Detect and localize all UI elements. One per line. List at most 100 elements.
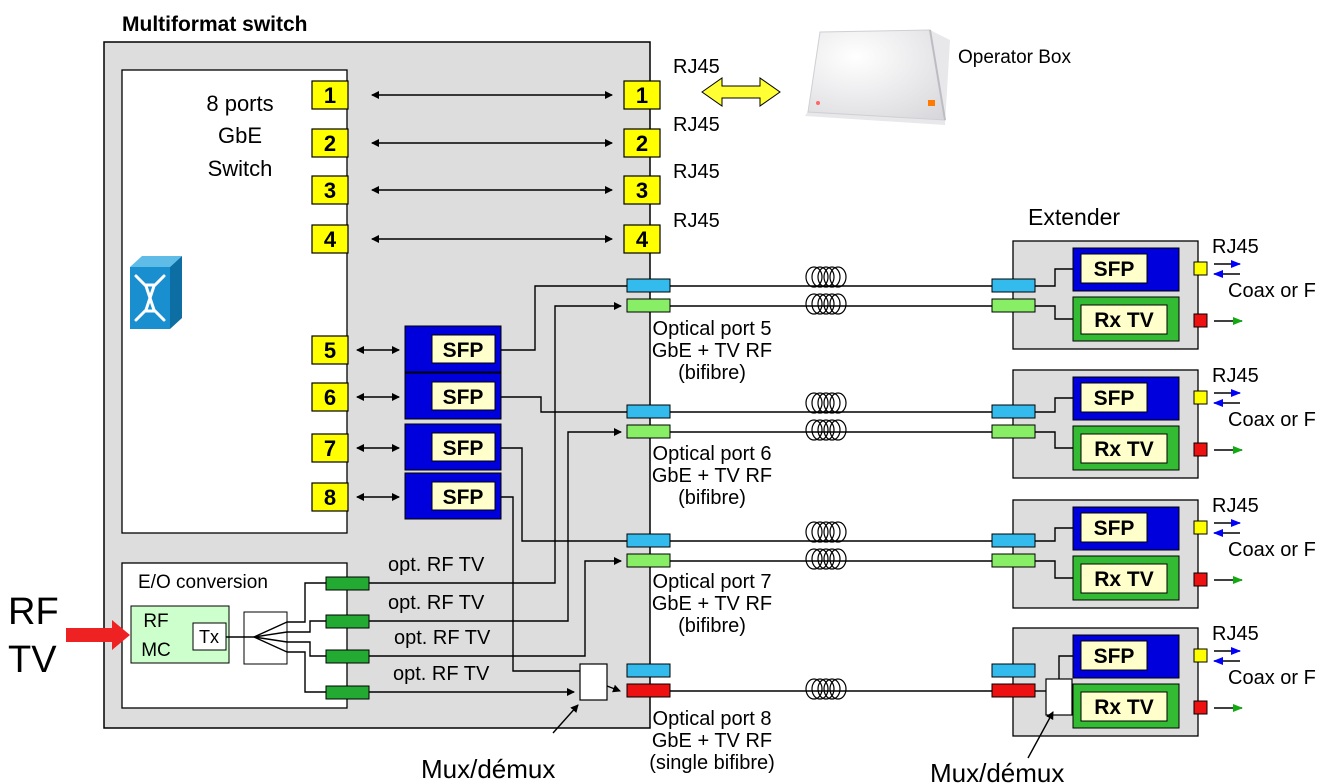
fiber-coil-tv-7-loop-4 [823, 548, 841, 570]
extender-rxtv-label-box-5 [1080, 304, 1168, 335]
extender-sfp-label-8: SFP [1094, 645, 1135, 668]
port-3-right-label: 3 [636, 178, 648, 203]
fiber-coil-tv-7-loop-3 [817, 548, 835, 570]
extender-sfp-label-6: SFP [1094, 387, 1135, 410]
optical-port-7-line3: (bifibre) [678, 615, 746, 637]
port-3-left-label: 3 [324, 178, 336, 203]
extender-route-mux-gbe-8 [1058, 655, 1073, 679]
eo-transmitter-2 [325, 614, 370, 629]
operator-link-arrow [701, 77, 781, 107]
multiformat-switch-title: Multiformat switch [122, 13, 308, 36]
sfp-label-box-6 [431, 381, 496, 411]
extender-route-gbe-6 [1035, 397, 1073, 413]
rj45-label-port-4: RJ45 [673, 210, 720, 232]
extender-rj45-label-7: RJ45 [1212, 495, 1259, 517]
extender-route-gbe-5 [1035, 268, 1073, 287]
fiber-coil-mux-8-loop-5 [829, 678, 847, 700]
extender-rxtv-label-box-7 [1080, 563, 1168, 594]
extender-rxtv-label-6: Rx TV [1094, 438, 1154, 461]
mux-box-left [579, 663, 608, 701]
mux-left-pointer [552, 704, 579, 734]
extender-route-gbe-7 [1035, 527, 1073, 542]
gbe-switch-label-3: Switch [208, 156, 273, 181]
fiber-coil-gbe-5-loop-4 [823, 266, 841, 288]
extender-sfp-label-box-5 [1080, 253, 1148, 284]
optical-port-5-line2: GbE + TV RF [652, 340, 772, 362]
extender-connector-tv-7 [991, 553, 1036, 568]
optical-port-5-line1: Optical port 5 [653, 318, 772, 340]
mux-right-pointer [1027, 711, 1054, 759]
eo-conversion-label: E/O conversion [138, 572, 268, 593]
extender-rj45-port-5 [1193, 261, 1208, 276]
extender-rj45-label-6: RJ45 [1212, 365, 1259, 387]
panel-connector-tv-7 [626, 553, 671, 568]
fiber-coil-gbe-6-loop-1 [805, 392, 823, 414]
port-4-left [311, 224, 349, 254]
fiber-coil-mux-8-loop-3 [817, 678, 835, 700]
extender-rxtv-label-8: Rx TV [1094, 696, 1154, 719]
optical-port-7-line2: GbE + TV RF [652, 593, 772, 615]
optical-port-7-line1: Optical port 7 [653, 571, 772, 593]
extender-connector-tv-5 [991, 298, 1036, 313]
optical-splitter [226, 582, 326, 693]
rf-mc-label-1: RF [143, 611, 168, 632]
gbe-switch-label-1: 8 ports [206, 91, 273, 116]
panel-connector-gbe-5 [626, 278, 671, 293]
port-2-left [311, 128, 349, 158]
port-1-right [623, 80, 661, 110]
extender-rxtv-label-box-8 [1080, 691, 1168, 722]
optical-port-5-line3: (bifibre) [678, 362, 746, 384]
fiber-coil-tv-6-loop-4 [823, 419, 841, 441]
port-4-right-label: 4 [636, 227, 649, 252]
extender-coax-label-6: Coax or F [1228, 409, 1316, 431]
fiber-coil-tv-5-loop-5 [829, 293, 847, 315]
extender-sfp-label-box-7 [1080, 512, 1148, 543]
fiber-coil-tv-7-loop-5 [829, 548, 847, 570]
extender-sfp-label-7: SFP [1094, 517, 1135, 540]
fiber-coil-tv-6-loop-5 [829, 419, 847, 441]
optical-port-8-line2: GbE + TV RF [652, 730, 772, 752]
optical-port-6-line3: (bifibre) [678, 487, 746, 509]
port-5-left-label: 5 [324, 338, 336, 363]
rj45-label-port-3: RJ45 [673, 161, 720, 183]
sfp-label-box-7 [431, 432, 496, 462]
extender-connector-gbe-5 [991, 278, 1036, 293]
fiber-coil-gbe-5-loop-5 [829, 266, 847, 288]
extender-coax-label-5: Coax or F [1228, 280, 1316, 302]
port-3-right [623, 175, 661, 205]
extender-coax-port-6 [1193, 442, 1208, 457]
port-5-left [311, 335, 349, 365]
fiber-coil-gbe-6-loop-4 [823, 392, 841, 414]
sfp-label-6: SFP [443, 386, 484, 409]
rf-mc-label-2: MC [141, 640, 171, 661]
extender-coax-label-8: Coax or F [1228, 667, 1316, 689]
panel-connector-mux-8 [626, 683, 671, 698]
fiber-coil-gbe-7-loop-2 [811, 521, 829, 543]
port-7-left-label: 7 [324, 436, 336, 461]
fiber-coil-gbe-5-loop-1 [805, 266, 823, 288]
sfp-label-8: SFP [443, 486, 484, 509]
fiber-coil-gbe-6-loop-5 [829, 392, 847, 414]
port-4-left-label: 4 [324, 227, 337, 252]
operator-box-image [805, 29, 950, 125]
fiber-coil-gbe-6-loop-2 [811, 392, 829, 414]
eo-transmitter-4 [325, 685, 370, 700]
port-2-right-label: 2 [636, 131, 648, 156]
port-8-left-label: 8 [324, 485, 336, 510]
port-6-left-label: 6 [324, 385, 336, 410]
route-rftv-7 [369, 557, 622, 657]
extender-rxtv-label-7: Rx TV [1094, 568, 1154, 591]
port-1-right-label: 1 [636, 83, 648, 108]
extender-route-tv-7 [1035, 560, 1073, 579]
extender-title: Extender [1028, 204, 1120, 230]
extender-rj45-label-5: RJ45 [1212, 236, 1259, 258]
rf-tv-label-1: RF [8, 591, 59, 633]
fiber-coil-mux-8-loop-4 [823, 678, 841, 700]
route-sfp6 [501, 396, 627, 413]
fiber-coil-tv-5-loop-4 [823, 293, 841, 315]
fiber-coil-gbe-7-loop-1 [805, 521, 823, 543]
extender-route-tv-6 [1035, 431, 1073, 449]
port-6-left [311, 382, 349, 412]
sfp-label-5: SFP [443, 339, 484, 362]
